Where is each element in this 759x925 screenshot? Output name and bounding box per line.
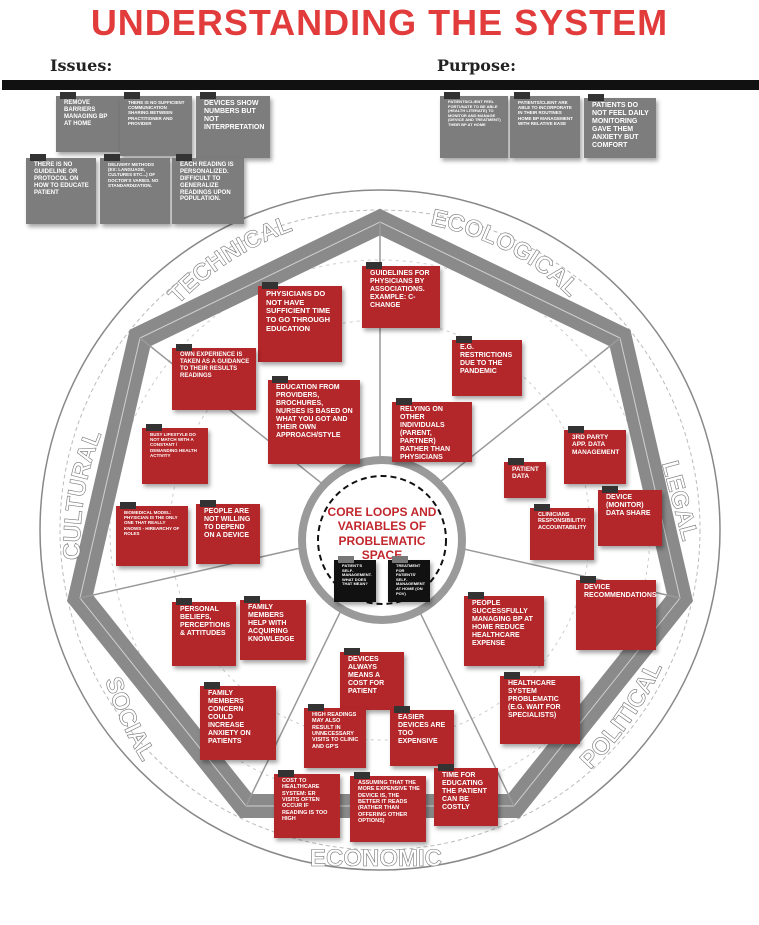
issue-note: REMOVE BARRIERS MANAGING BP AT HOME bbox=[56, 92, 122, 152]
wheel-note: PEOPLE SUCCESSFULLY MANAGING BP AT HOME … bbox=[464, 592, 544, 666]
core-note: TREATMENT FOR PATIENTS' SELF-MANAGEMENT … bbox=[388, 556, 430, 602]
wheel-note: PATIENT DATA bbox=[504, 458, 546, 498]
wheel-note: FAMILY MEMBERS CONCERN COULD INCREASE AN… bbox=[200, 682, 276, 760]
issue-note: DEVICES SHOW NUMBERS BUT NOT INTERPRETAT… bbox=[196, 92, 270, 158]
wheel-note: OWN EXPERIENCE IS TAKEN AS A GUIDANCE TO… bbox=[172, 344, 256, 410]
wheel-note: PEOPLE ARE NOT WILLING TO DEPEND ON A DE… bbox=[196, 500, 260, 564]
header-divider bbox=[2, 80, 759, 90]
wheel-note: FAMILY MEMBERS HELP WITH ACQUIRING KNOWL… bbox=[240, 596, 306, 660]
wheel-note: PERSONAL BELIEFS, PERCEPTIONS & ATTITUDE… bbox=[172, 598, 236, 666]
sector-label-economic: ECONOMIC bbox=[310, 845, 442, 872]
issue-note: EACH READING IS PERSONALIZED. DIFFICULT … bbox=[172, 154, 244, 224]
purpose-heading: Purpose: bbox=[437, 56, 517, 75]
wheel-note: BIOMEDICAL MODEL: PHYSICIAN IS THE ONLY … bbox=[116, 502, 188, 566]
core-note: PATIENT'S SELF-MANAGEMENT. WHAT DOES THA… bbox=[334, 556, 376, 602]
wheel-note: HEALTHCARE SYSTEM PROBLEMATIC (E.G. WAIT… bbox=[500, 672, 580, 744]
issue-note: DELIVERY METHODS (EX: LANGUAGE, CULTURES… bbox=[100, 154, 170, 224]
wheel-note: CLINICIANS RESPONSIBILITY/ ACCOUNTABILIT… bbox=[530, 504, 594, 560]
purpose-note: PATIENTS/CLIENT ARE ABLE TO INCORPORATE … bbox=[510, 92, 580, 158]
wheel-note: DEVICES ALWAYS MEANS A COST FOR PATIENT bbox=[340, 648, 404, 710]
wheel-note: GUIDELINES FOR PHYSICIANS BY ASSOCIATION… bbox=[362, 262, 440, 328]
wheel-note: COST TO HEALTHCARE SYSTEM: ER VISITS OFT… bbox=[274, 770, 340, 838]
wheel-note: ASSUMING THAT THE MORE EXPENSIVE THE DEV… bbox=[350, 772, 426, 842]
wheel-note: EASIER DEVICES ARE TOO EXPENSIVE bbox=[390, 706, 454, 766]
wheel-note: DEVICE RECOMMENDATIONS bbox=[576, 576, 657, 650]
wheel-note: PHYSICIANS DO NOT HAVE SUFFICIENT TIME T… bbox=[258, 282, 342, 362]
wheel-note: DEVICE (MONITOR) DATA SHARE bbox=[598, 486, 662, 546]
core-dashed-ring bbox=[317, 475, 447, 605]
page-title: UNDERSTANDING THE SYSTEM bbox=[90, 2, 669, 43]
wheel-note: HIGH READINGS MAY ALSO RESULT IN UNNECES… bbox=[304, 704, 366, 768]
issue-note: THERE IS NO SUFFICIENT COMMUNICATION SHA… bbox=[120, 92, 192, 156]
wheel-note: RELYING ON OTHER INDIVIDUALS (PARENT, PA… bbox=[392, 398, 472, 462]
issues-heading: Issues: bbox=[50, 56, 113, 75]
wheel-note: BUSY LIFESTYLE DO NOT MATCH WITH A CONST… bbox=[142, 424, 208, 484]
wheel-note: 3RD PARTY APP. DATA MANAGEMENT bbox=[564, 426, 626, 484]
core-label: CORE LOOPS AND VARIABLES OF PROBLEMATIC … bbox=[327, 505, 437, 563]
wheel-note: EDUCATION FROM PROVIDERS, BROCHURES, NUR… bbox=[268, 376, 360, 464]
wheel-note: TIME FOR EDUCATING THE PATIENT CAN BE CO… bbox=[434, 764, 498, 826]
purpose-note: PATIENTS DO NOT FEEL DAILY MONITORING GA… bbox=[584, 94, 656, 158]
wheel-note: E.G. RESTRICTIONS DUE TO THE PANDEMIC bbox=[452, 336, 522, 396]
purpose-note: PATIENTS/CLIENT FEEL FORTUNATE TO BE ABL… bbox=[440, 92, 508, 158]
outer-ring bbox=[39, 189, 721, 871]
issue-note: THERE IS NO GUIDELINE OR PROTOCOL ON HOW… bbox=[26, 154, 96, 224]
